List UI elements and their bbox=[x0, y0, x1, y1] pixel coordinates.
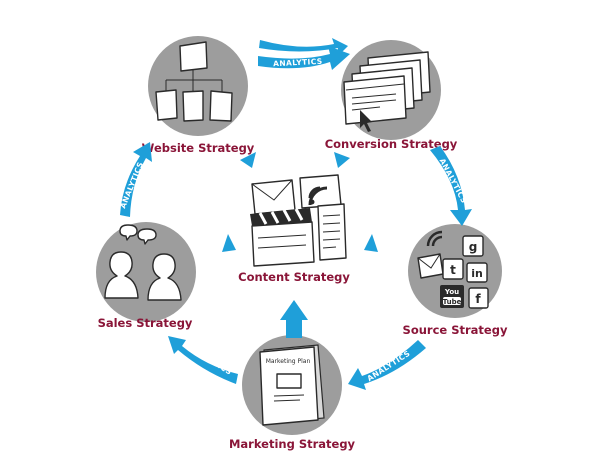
analytics-arrow-marketing-sales: ANALYTICS bbox=[168, 336, 238, 384]
marketing-strategy-node: Marketing Plan Marketing Strategy bbox=[229, 335, 356, 451]
pointer-from-marketing bbox=[280, 300, 308, 338]
analytics-label: ANALYTICS bbox=[438, 157, 469, 205]
content-strategy-label: Content Strategy bbox=[238, 270, 350, 284]
marketing-strategy-label: Marketing Strategy bbox=[229, 437, 356, 451]
facebook-icon: f bbox=[468, 287, 489, 309]
svg-text:f: f bbox=[475, 292, 481, 306]
sitemap-icon bbox=[155, 41, 233, 122]
conversion-strategy-label: Conversion Strategy bbox=[325, 137, 458, 151]
speech-bubble-icon bbox=[137, 228, 157, 245]
web-pages-icon bbox=[343, 51, 431, 132]
person-icon bbox=[147, 253, 182, 301]
person-icon bbox=[104, 251, 139, 299]
svg-text:in: in bbox=[471, 267, 483, 280]
rss-icon bbox=[426, 230, 443, 247]
inward-pointers bbox=[222, 152, 378, 338]
svg-text:Marketing Plan: Marketing Plan bbox=[266, 358, 311, 365]
document-icon bbox=[317, 203, 347, 261]
source-strategy-label: Source Strategy bbox=[403, 323, 508, 337]
website-strategy-node: Website Strategy bbox=[142, 36, 255, 155]
analytics-arrow-sales-website: ANALYTICS bbox=[118, 142, 152, 217]
svg-text:Tube: Tube bbox=[443, 298, 462, 306]
clapperboard-icon bbox=[250, 208, 315, 267]
analytics-label: ANALYTICS bbox=[273, 57, 323, 69]
email-icon bbox=[417, 253, 444, 279]
sales-strategy-node: Sales Strategy bbox=[96, 222, 196, 330]
pointer-from-website bbox=[240, 152, 256, 168]
rss-icon bbox=[299, 174, 342, 209]
svg-text:g: g bbox=[469, 240, 478, 254]
people-talking-icon bbox=[104, 224, 182, 301]
content-strategy-node: Content Strategy bbox=[238, 174, 350, 284]
analytics-arrow-source-marketing: ANALYTICS bbox=[348, 340, 426, 390]
svg-text:You: You bbox=[444, 288, 459, 296]
google-plus-icon: g bbox=[462, 235, 484, 257]
analytics-arrow-website-conversion: ANALYTICS bbox=[258, 38, 350, 70]
analytics-label: ANALYTICS bbox=[118, 160, 145, 209]
website-strategy-label: Website Strategy bbox=[142, 141, 255, 155]
conversion-strategy-node: Conversion Strategy bbox=[325, 40, 458, 151]
analytics-arrow-conversion-source: ANALYTICS bbox=[430, 146, 472, 226]
email-icon bbox=[251, 179, 296, 215]
pointer-from-source bbox=[364, 234, 378, 252]
speech-bubble-icon bbox=[119, 224, 138, 241]
youtube-icon: You Tube bbox=[440, 285, 464, 308]
source-strategy-node: g t in You Tube f bbox=[403, 224, 508, 337]
twitter-icon: t bbox=[442, 258, 464, 280]
marketing-plan-book-icon: Marketing Plan bbox=[259, 344, 325, 426]
mouse-cursor-icon bbox=[360, 110, 372, 132]
pointer-from-conversion bbox=[334, 152, 350, 168]
linkedin-icon: in bbox=[466, 262, 488, 283]
pointer-from-sales bbox=[222, 234, 236, 252]
social-media-icons: g t in You Tube f bbox=[417, 230, 489, 309]
sales-strategy-label: Sales Strategy bbox=[98, 316, 193, 330]
svg-text:t: t bbox=[450, 263, 456, 277]
analytics-label: ANALYTICS bbox=[365, 349, 411, 383]
content-media-icons bbox=[250, 174, 347, 267]
